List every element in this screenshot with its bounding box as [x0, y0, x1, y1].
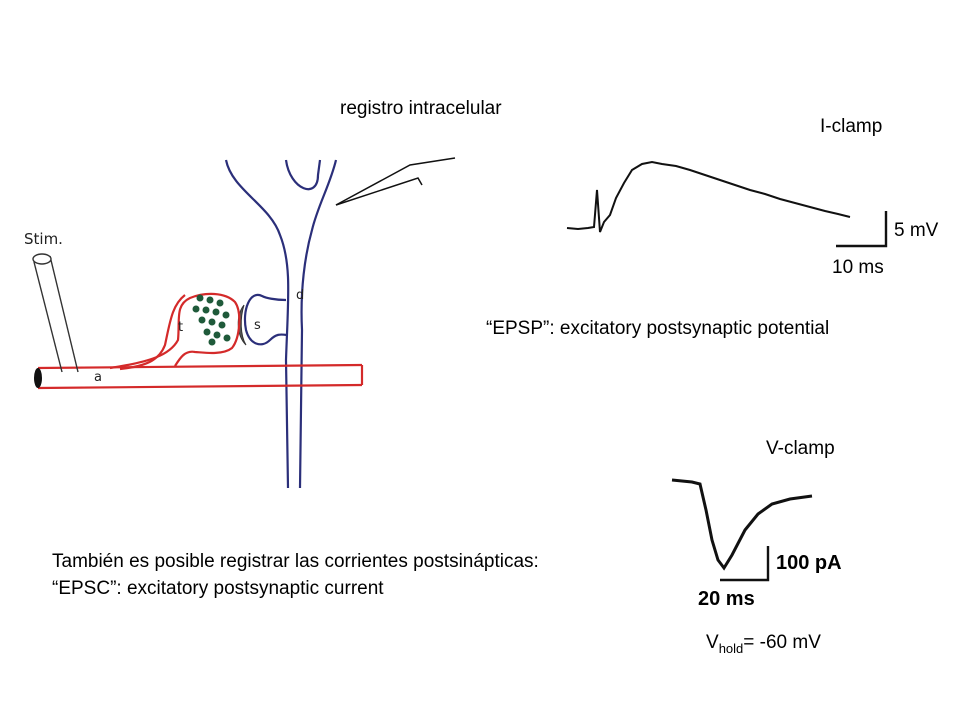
epsp-label: “EPSP”: excitatory postsynaptic potentia…	[486, 318, 830, 339]
stim-label: Stim.	[24, 230, 63, 248]
tambien-line1: También es posible registrar las corrien…	[52, 551, 539, 572]
terminal-label: t	[178, 320, 184, 335]
vhold-label: Vhold= -60 mV	[706, 632, 821, 657]
iclamp-label: I-clamp	[820, 116, 883, 137]
tambien-line2: “EPSC”: excitatory postsynaptic current	[52, 578, 384, 599]
axon	[37, 292, 364, 390]
registro-label: registro intracelular	[340, 98, 502, 119]
vesicles	[192, 294, 231, 346]
recording-electrode	[335, 157, 456, 206]
scale-ms-label: 10 ms	[832, 257, 884, 278]
vhold-subscript: hold	[718, 640, 744, 656]
vclamp-scale-bar	[720, 546, 770, 582]
iclamp-scale-bar	[836, 211, 888, 248]
stim-electrode	[32, 253, 79, 373]
vclamp-label: V-clamp	[766, 438, 835, 459]
vhold-prefix: V	[706, 632, 719, 653]
axon-cut-end	[34, 368, 42, 388]
scale-ms2-label: 20 ms	[698, 588, 755, 610]
spine-label: s	[254, 318, 261, 333]
scale-mv-label: 5 mV	[894, 220, 939, 241]
axon-label: a	[94, 370, 102, 385]
epsp-trace	[566, 160, 851, 233]
vhold-suffix: = -60 mV	[743, 632, 821, 653]
dendrite-label: d	[296, 288, 305, 303]
epsc-trace	[671, 478, 813, 571]
scale-pa-label: 100 pA	[776, 552, 842, 574]
dendrite	[224, 159, 338, 489]
